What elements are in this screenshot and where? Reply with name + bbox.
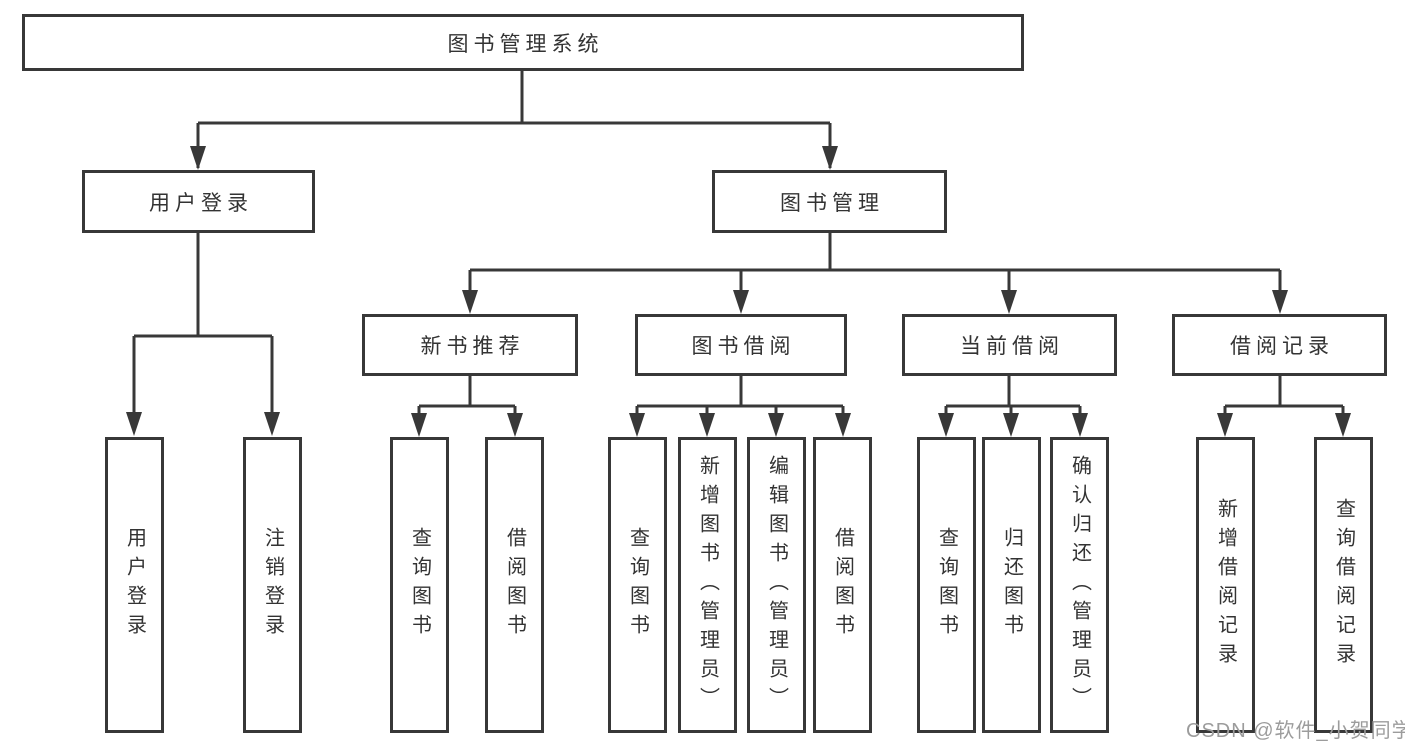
node-leaf-add-borrow-record: 新增借阅记录	[1196, 437, 1255, 733]
leaf-label: 编辑图书（管理员）	[765, 454, 788, 716]
connector-current-branch	[938, 376, 1088, 437]
leaf-label: 用户登录	[123, 527, 146, 643]
node-user-login: 用户登录	[82, 170, 315, 233]
leaf-label: 查询图书	[626, 527, 649, 643]
connector-recommend-branch	[411, 376, 523, 437]
leaf-label: 确认归还（管理员）	[1068, 454, 1091, 716]
node-leaf-borrow-books: 借阅图书	[813, 437, 872, 733]
node-leaf-edit-books-admin: 编辑图书（管理员）	[747, 437, 806, 733]
node-leaf-return-books: 归还图书	[982, 437, 1041, 733]
node-leaf-query-books-borrow: 查询图书	[608, 437, 667, 733]
leaf-label: 注销登录	[261, 527, 284, 643]
connector-book-management-branch	[462, 233, 1288, 314]
node-current-borrow: 当前借阅	[902, 314, 1117, 376]
leaf-label: 归还图书	[1000, 527, 1023, 643]
leaf-label: 新增图书（管理员）	[696, 454, 719, 716]
node-borrow-records: 借阅记录	[1172, 314, 1387, 376]
node-leaf-query-books-recommend: 查询图书	[390, 437, 449, 733]
leaf-label: 借阅图书	[503, 527, 526, 643]
node-leaf-borrow-books-recommend: 借阅图书	[485, 437, 544, 733]
connector-user-login-branch	[126, 233, 280, 436]
connector-root-to-level2	[190, 70, 838, 170]
node-leaf-confirm-return-admin: 确认归还（管理员）	[1050, 437, 1109, 733]
node-book-management: 图书管理	[712, 170, 947, 233]
node-leaf-user-login: 用户登录	[105, 437, 164, 733]
connector-records-branch	[1217, 376, 1351, 437]
leaf-label: 查询借阅记录	[1332, 498, 1355, 672]
leaf-label: 查询图书	[935, 527, 958, 643]
node-leaf-logout: 注销登录	[243, 437, 302, 733]
node-leaf-query-books-current: 查询图书	[917, 437, 976, 733]
node-leaf-add-books-admin: 新增图书（管理员）	[678, 437, 737, 733]
node-leaf-query-borrow-record: 查询借阅记录	[1314, 437, 1373, 733]
csdn-watermark: CSDN @软件_小贺同学	[1186, 720, 1405, 742]
node-library-management-system: 图书管理系统	[22, 14, 1024, 71]
node-new-book-recommend: 新书推荐	[362, 314, 578, 376]
leaf-label: 借阅图书	[831, 527, 854, 643]
leaf-label: 新增借阅记录	[1214, 498, 1237, 672]
connector-borrow-branch	[629, 376, 851, 437]
node-book-borrow: 图书借阅	[635, 314, 847, 376]
leaf-label: 查询图书	[408, 527, 431, 643]
